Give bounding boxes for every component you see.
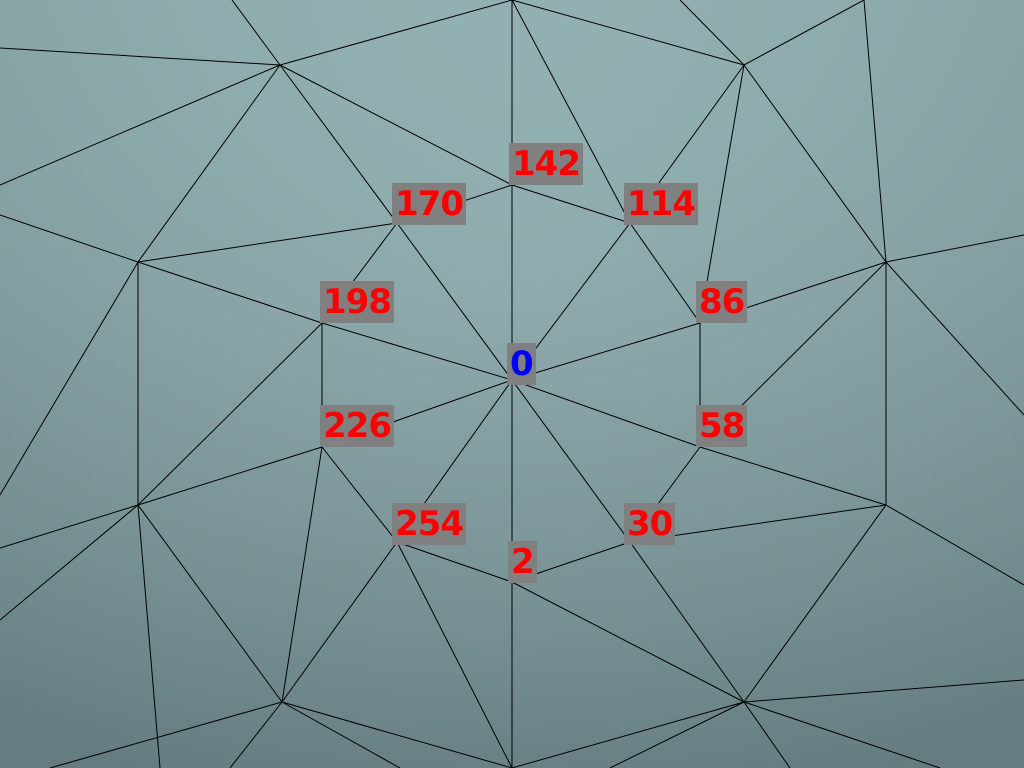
mesh-edge [743,679,1024,703]
mesh-edge [743,701,791,768]
mesh-edge [885,234,1024,263]
mesh-edge [0,504,139,549]
mesh-edge [0,504,139,621]
mesh-edge [0,214,139,263]
mesh-edge [885,504,1024,586]
vertex-label-0: 0 [507,343,536,385]
mesh-edge [699,64,745,324]
mesh-edge [863,0,887,263]
mesh-edge [511,0,745,66]
mesh-edge [321,446,398,543]
mesh-edge [885,261,1024,416]
mesh-edge [281,446,323,703]
mesh-edge [279,64,513,186]
vertex-label-142: 142 [509,143,583,185]
vertex-label-170: 170 [392,183,466,225]
mesh-edge [137,64,281,263]
mesh-edge [137,504,283,703]
mesh-edge [396,222,513,381]
mesh-edge [511,701,745,768]
mesh-edge [137,261,323,324]
mesh-edge [281,541,398,703]
mesh-edge [511,581,745,703]
mesh-edge [49,701,283,768]
mesh-edge [137,322,323,506]
mesh-edge [281,701,401,768]
vertex-label-2: 2 [508,541,537,583]
mesh-edge [511,322,701,381]
mesh-edge [321,322,513,381]
mesh-edge [229,701,283,768]
mesh-edge [511,379,631,543]
mesh-edge [743,0,865,66]
mesh-edge [137,446,323,506]
mesh-edge [279,64,398,224]
mesh-edge [511,0,631,224]
mesh-edge [699,446,887,506]
mesh-edge [743,701,941,768]
mesh-edge [629,541,745,703]
mesh-edge [609,701,745,768]
mesh-edge [511,379,701,448]
vertex-label-58: 58 [696,405,748,447]
mesh-edge [281,701,513,768]
mesh-edge [137,222,398,263]
mesh-edge [629,222,701,324]
mesh-edge [396,541,513,583]
mesh-edge [0,261,139,496]
mesh-edge [137,504,161,768]
vertex-label-30: 30 [624,503,676,545]
vertex-label-114: 114 [624,183,698,225]
mesh-edge [231,0,281,66]
vertex-label-254: 254 [392,503,466,545]
mesh-edge [679,0,745,66]
vertex-label-226: 226 [320,405,394,447]
vertex-label-86: 86 [696,281,748,323]
mesh-edge [0,64,281,186]
mesh-edge [279,0,513,66]
mesh-edge [0,47,281,66]
mesh-edge [743,504,887,703]
mesh-edge [396,541,513,768]
vertex-label-198: 198 [320,281,394,323]
mesh-edge [743,64,887,263]
mesh-edge [511,184,631,224]
